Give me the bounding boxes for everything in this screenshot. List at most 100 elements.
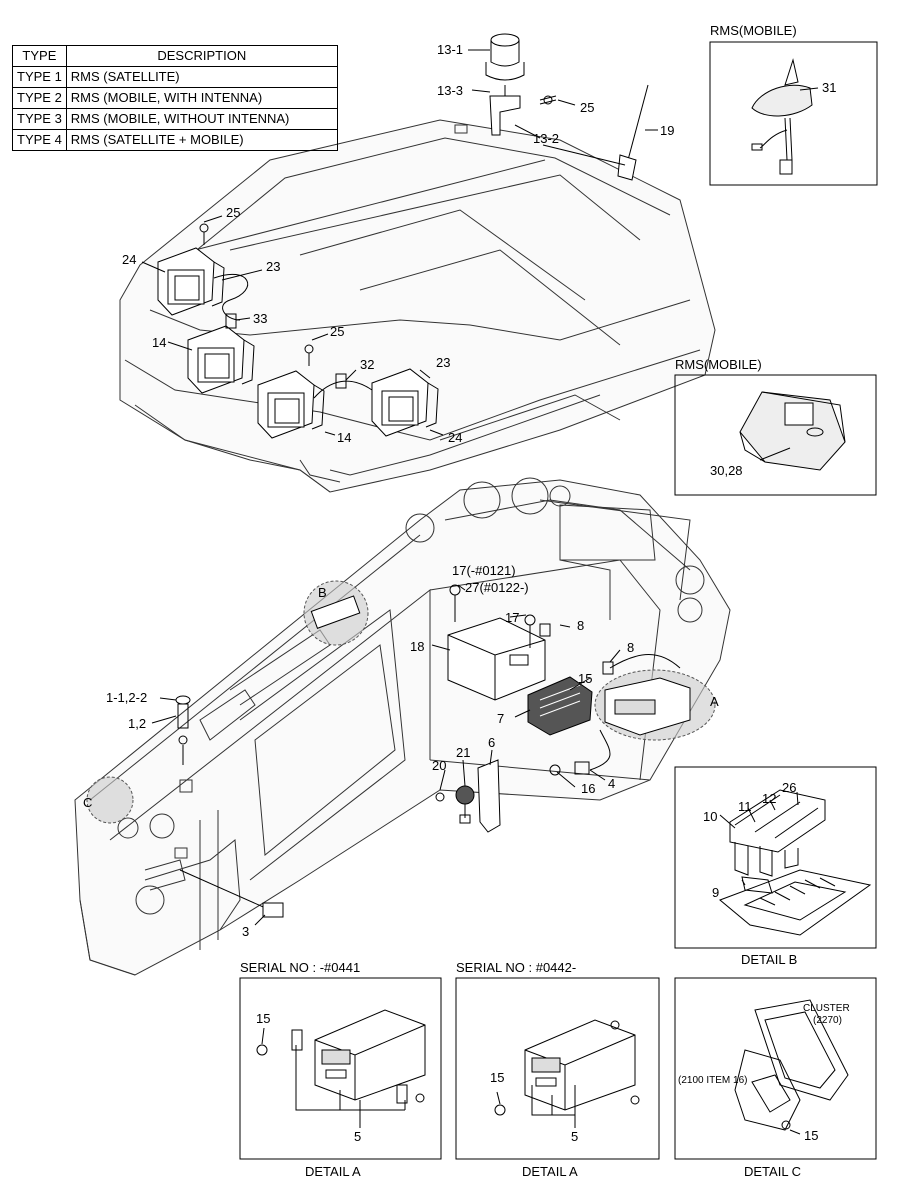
work-lamp-front-left — [157, 247, 225, 316]
callout-15: 15 — [256, 1011, 271, 1026]
rms-mobile-title-2: RMS(MOBILE) — [675, 357, 762, 372]
detail-c-title: DETAIL C — [744, 1164, 802, 1179]
callout-15: 15 — [490, 1070, 505, 1085]
callout-10: 10 — [703, 809, 718, 824]
callout-12: 12 — [762, 791, 777, 806]
callout-11: 11 — [738, 799, 752, 814]
callout-14: 14 — [337, 430, 352, 445]
type-table: TYPE DESCRIPTION TYPE 1 RMS (SATELLITE) … — [12, 45, 338, 151]
callout-3: 3 — [242, 924, 250, 939]
callout-leaders — [141, 49, 819, 1135]
callout-1-1-2-2: 1-1,2-2 — [106, 690, 148, 705]
detail-c-marker — [86, 776, 134, 824]
detail-b-title: DETAIL B — [741, 952, 798, 967]
table-row: TYPE 3 RMS (MOBILE, WITHOUT INTENNA) — [12, 108, 338, 130]
radio-unit-2 — [524, 1019, 636, 1111]
callout-30-28: 30,28 — [710, 463, 743, 478]
table-row: TYPE 1 RMS (SATELLITE) — [12, 66, 338, 88]
rms-mobile-box-1 — [709, 41, 878, 186]
detail-b-box — [674, 766, 877, 949]
type-cell: TYPE 1 — [12, 66, 67, 88]
detail-a-box-2 — [455, 977, 660, 1160]
serial-title-2: SERIAL NO : #0442- — [456, 960, 577, 975]
bracket-6 — [477, 759, 501, 833]
callout-23: 23 — [266, 259, 281, 274]
callout-13-3: 13-3 — [437, 83, 464, 98]
callout-14: 14 — [152, 335, 167, 350]
callout-26: 26 — [782, 780, 797, 795]
controller-unit — [447, 617, 546, 701]
callout-24: 24 — [448, 430, 463, 445]
screw-25-icons — [199, 223, 314, 366]
callout-8: 8 — [577, 618, 585, 633]
switch-1 — [175, 695, 191, 765]
cluster-bracket — [734, 999, 849, 1131]
rms-mobile-box-2 — [674, 374, 877, 496]
callout-21: 21 — [456, 745, 471, 760]
callout-31: 31 — [822, 80, 837, 95]
callout-c: C — [83, 795, 93, 810]
callout-25: 25 — [580, 100, 595, 115]
speaker-21 — [455, 785, 475, 824]
callout-8: 8 — [627, 640, 635, 655]
callout-24: 24 — [122, 252, 137, 267]
callout-20: 20 — [432, 758, 447, 773]
radio-unit-1 — [291, 1009, 426, 1101]
callout-27: 27(#0122-) — [465, 580, 529, 595]
description-header: DESCRIPTION — [65, 45, 338, 67]
callout-16: 16 — [581, 781, 596, 796]
callout-13-2: 13-2 — [533, 131, 560, 146]
callout-5: 5 — [354, 1129, 362, 1144]
type-cell: TYPE 4 — [12, 129, 67, 151]
callout-9: 9 — [712, 885, 720, 900]
callout-15: 15 — [578, 671, 593, 686]
callout-32: 32 — [360, 357, 375, 372]
callout-15: 15 — [804, 1128, 819, 1143]
cap-3 — [262, 902, 284, 918]
callout-13-1: 13-1 — [437, 42, 464, 57]
beacon-lamp — [485, 33, 557, 136]
detail-a-title-2: DETAIL A — [522, 1164, 578, 1179]
item16-label: (2100 ITEM 16) — [678, 1075, 748, 1086]
description-cell: RMS (SATELLITE) — [65, 66, 338, 88]
description-cell: RMS (MOBILE, WITH INTENNA) — [65, 87, 338, 109]
callout-23: 23 — [436, 355, 451, 370]
type-table-header: TYPE DESCRIPTION — [12, 45, 338, 67]
callout-17: 17(-#0121) — [452, 563, 516, 578]
callout-b: B — [318, 585, 327, 600]
rms-mobile-title-1: RMS(MOBILE) — [710, 23, 797, 38]
callout-25: 25 — [330, 324, 345, 339]
callout-18: 18 — [410, 639, 425, 654]
callout-19: 19 — [660, 123, 675, 138]
detail-a-title-1: DETAIL A — [305, 1164, 361, 1179]
switch-panel — [719, 789, 872, 936]
detail-c-box — [674, 977, 877, 1160]
callout-a: A — [710, 694, 719, 709]
description-cell: RMS (SATELLITE + MOBILE) — [65, 129, 338, 151]
table-row: TYPE 4 RMS (SATELLITE + MOBILE) — [12, 129, 338, 151]
detail-a-box-1 — [239, 977, 442, 1160]
callout-4: 4 — [608, 776, 616, 791]
callout-25: 25 — [226, 205, 241, 220]
cluster-number: (2270) — [813, 1015, 842, 1026]
rms-antenna-module — [751, 58, 813, 175]
converter-7 — [527, 676, 593, 736]
work-lamp-rear-right — [371, 368, 439, 437]
work-lamp-rear-center — [257, 370, 325, 439]
callout-1-2: 1,2 — [128, 716, 147, 731]
callout-5: 5 — [571, 1129, 579, 1144]
table-row: TYPE 2 RMS (MOBILE, WITH INTENNA) — [12, 87, 338, 109]
rms-mobile-unit — [739, 391, 846, 471]
callout-7: 7 — [497, 711, 505, 726]
serial-title-1: SERIAL NO : -#0441 — [240, 960, 361, 975]
type-cell: TYPE 2 — [12, 87, 67, 109]
callout-6: 6 — [488, 735, 496, 750]
type-cell: TYPE 3 — [12, 108, 67, 130]
description-cell: RMS (MOBILE, WITHOUT INTENNA) — [65, 108, 338, 130]
callout-17: 17 — [505, 610, 520, 625]
radio-unit-detail-a — [604, 677, 691, 736]
type-header: TYPE — [12, 45, 67, 67]
callout-33: 33 — [253, 311, 268, 326]
antenna — [617, 84, 649, 181]
